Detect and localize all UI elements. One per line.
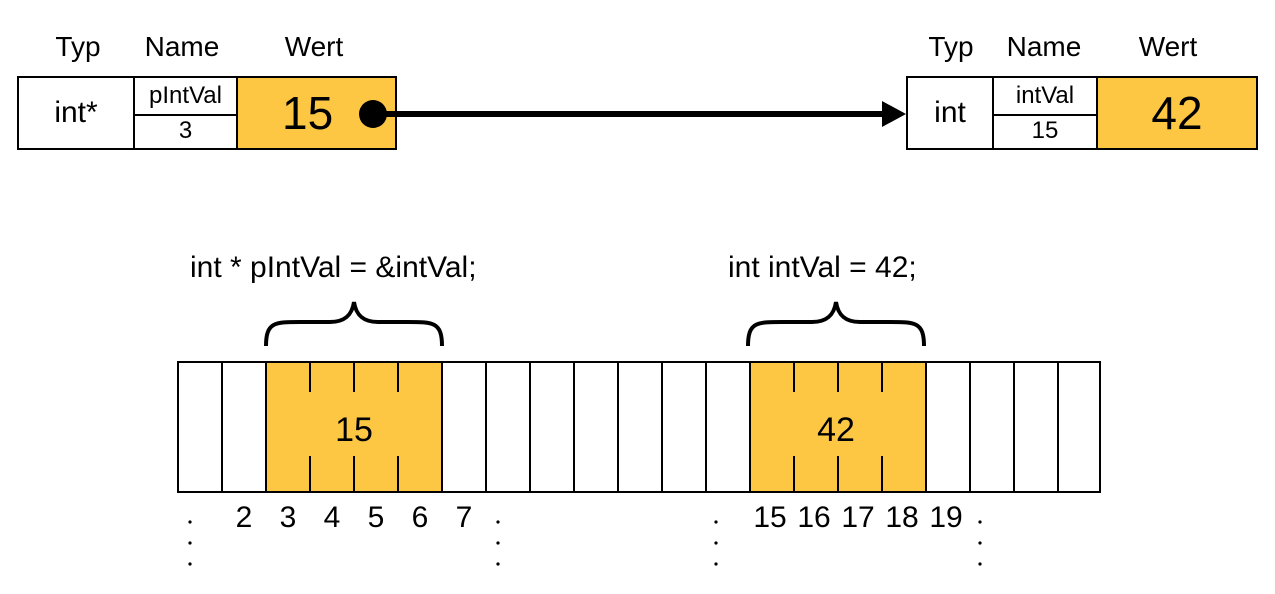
pointer-declaration-code: int * pIntVal = &intVal; [190,251,477,284]
header-type-left: Typ [55,31,101,62]
header-name-right: Name [1006,31,1082,62]
int-declaration-code: int intVal = 42; [728,251,917,284]
header-value-right: Wert [1138,31,1198,62]
header-value-left: Wert [284,31,344,62]
header-type-right: Typ [928,31,974,62]
address-label: 6 [411,501,429,534]
address-label: 5 [367,501,385,534]
ellipsis-dot [496,520,500,524]
ellipsis-dot [978,541,982,545]
brace-left-icon [264,301,444,347]
ellipsis-dot [978,520,982,524]
int-type-cell: int [908,78,994,148]
int-value: 42 [1151,87,1203,139]
int-name-cell: intVal 15 [994,78,1098,148]
ellipsis-dot [188,562,192,566]
ellipsis-dot [188,541,192,545]
ellipsis-dot [496,562,500,566]
int-value-cell: 42 [1098,78,1256,148]
pointer-type-cell: int* [19,78,135,148]
pointer-address-label: 3 [178,117,193,144]
ellipsis-dot [978,562,982,566]
address-label: 3 [279,501,297,534]
ellipsis-dot [188,520,192,524]
ellipsis-dot [714,541,718,545]
pointer-name-cell: pIntVal 3 [135,78,238,148]
header-name-left: Name [144,31,220,62]
int-address-label: 15 [1031,117,1059,144]
address-label: 2 [235,501,253,534]
arrowhead-icon [882,101,906,127]
memory-int-value: 42 [817,411,855,449]
address-label: 15 [753,501,787,534]
address-label: 16 [797,501,831,534]
address-label: 4 [323,501,341,534]
memory-outline [177,361,1101,493]
pointer-value: 15 [282,87,334,139]
address-label: 18 [885,501,919,534]
address-label: 7 [455,501,473,534]
ellipsis-dot [714,520,718,524]
address-label: 19 [929,501,963,534]
int-variable-box: int intVal 15 42 [906,76,1258,150]
int-name-label: intVal [994,78,1096,116]
pointer-name-label: pIntVal [135,78,236,116]
ellipsis-dot [714,562,718,566]
ellipsis-dot [496,541,500,545]
memory-pointer-value: 15 [335,411,373,449]
brace-right-icon [746,301,926,347]
address-label: 17 [841,501,875,534]
